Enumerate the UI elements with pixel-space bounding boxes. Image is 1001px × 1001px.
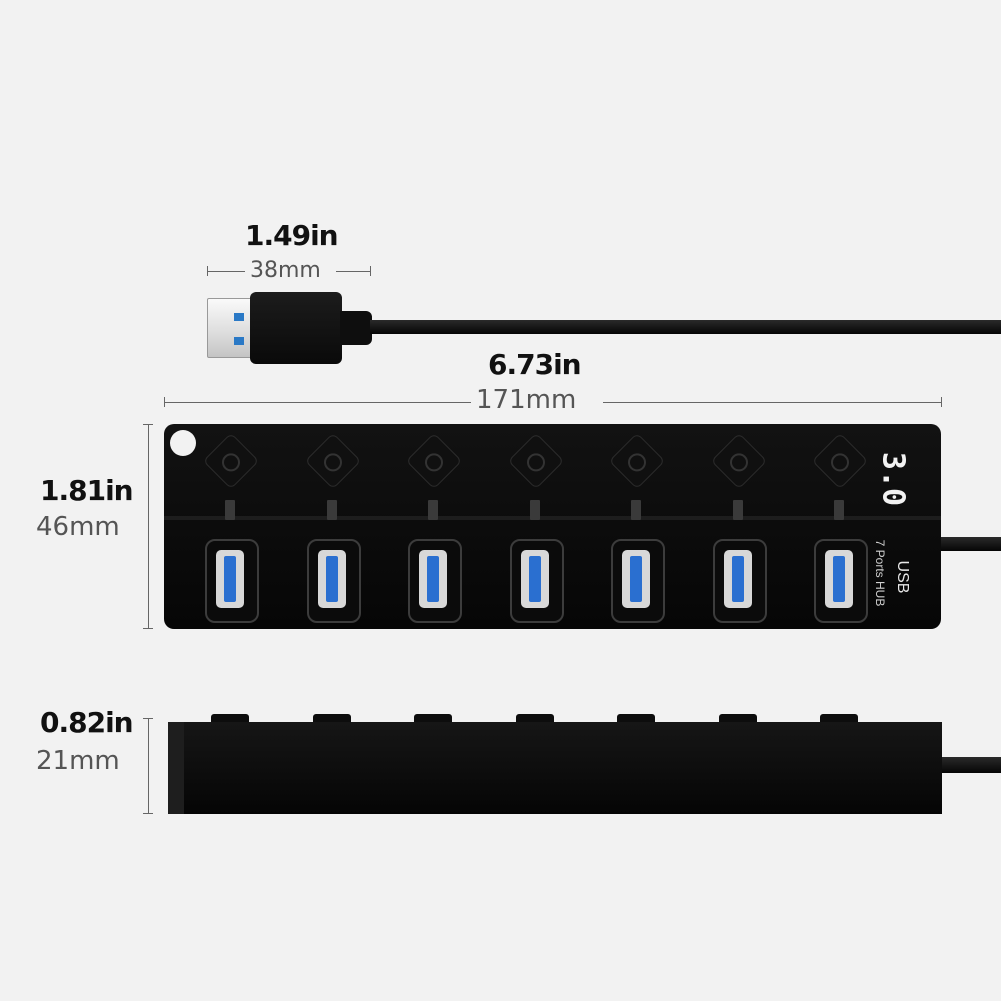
version-label: 3.0 (875, 451, 911, 507)
usb-port-icon[interactable] (205, 539, 259, 623)
usb-hub-side-view (168, 722, 942, 814)
power-icon (526, 453, 545, 472)
hub-width-inches: 1.81in (40, 474, 134, 507)
hub-edge (164, 516, 941, 520)
port-tongue (224, 556, 236, 602)
indicator-led (326, 500, 337, 520)
side-switch-nub (617, 714, 655, 724)
usb-port-icon[interactable] (509, 539, 564, 623)
height-dim-line (148, 718, 149, 814)
power-icon (831, 453, 849, 472)
power-icon (222, 453, 240, 472)
side-switch-nub (414, 714, 452, 724)
port-tongue (630, 556, 642, 602)
hub-height-inches: 0.82in (40, 706, 134, 739)
hub-lanyard-hole (170, 430, 196, 456)
port-tongue (528, 556, 541, 602)
hub-length-mm: 171mm (476, 385, 577, 415)
hub-dim-line-right (603, 402, 941, 403)
width-dim-line (148, 424, 149, 629)
usb-plug-metal (207, 298, 257, 358)
plug-dim-line-right (336, 271, 370, 272)
indicator-led (529, 500, 540, 520)
usb-port-icon[interactable] (814, 539, 868, 623)
usb-port-icon[interactable] (712, 539, 767, 623)
indicator-led (631, 500, 641, 520)
port-tongue (325, 556, 338, 602)
hub-cable (938, 537, 1001, 551)
usb-port-icon[interactable] (611, 539, 665, 623)
hub-side-end (168, 722, 184, 814)
hub-width-mm: 46mm (36, 512, 120, 542)
side-switch-nub (820, 714, 858, 724)
power-icon (425, 453, 443, 472)
indicator-led (428, 500, 438, 520)
port-tongue (833, 556, 845, 602)
plug-dim-line-left (207, 271, 245, 272)
hub-length-inches: 6.73in (488, 348, 582, 381)
power-icon (323, 453, 342, 472)
plug-length-inches: 1.49in (245, 219, 339, 252)
port-opening (520, 550, 549, 608)
port-opening (825, 550, 853, 608)
usb-plug-neck (340, 311, 372, 345)
port-opening (317, 550, 346, 608)
usb-plug-body (250, 292, 342, 364)
ports-hub-label: 7 Ports HUB (873, 539, 887, 607)
hub-dim-tick-right (941, 397, 942, 407)
usb-port-icon[interactable] (408, 539, 462, 623)
side-switch-nub (515, 714, 554, 724)
side-switch-nub (718, 714, 757, 724)
usb-port-icon[interactable] (306, 539, 361, 623)
indicator-led (225, 500, 235, 520)
usb-plug-slot (234, 313, 244, 321)
width-dim-tick-bottom (143, 628, 153, 629)
port-tongue (427, 556, 439, 602)
port-opening (419, 550, 447, 608)
usb-cable (370, 320, 1001, 334)
power-icon (628, 453, 646, 472)
port-opening (216, 550, 244, 608)
hub-side-cable (938, 757, 1001, 773)
height-dim-tick-bottom (143, 813, 153, 814)
power-icon (729, 453, 748, 472)
port-opening (723, 550, 752, 608)
plug-length-mm: 38mm (250, 258, 321, 283)
usb-plug-slot (234, 337, 244, 345)
usb-label: USB (894, 560, 911, 594)
indicator-led (834, 500, 844, 520)
plug-dim-tick-right (370, 266, 371, 276)
port-tongue (731, 556, 744, 602)
port-opening (622, 550, 650, 608)
indicator-led (732, 500, 743, 520)
hub-dim-line-left (164, 402, 471, 403)
side-switch-nub (211, 714, 249, 724)
side-switch-nub (312, 714, 351, 724)
hub-height-mm: 21mm (36, 746, 120, 776)
